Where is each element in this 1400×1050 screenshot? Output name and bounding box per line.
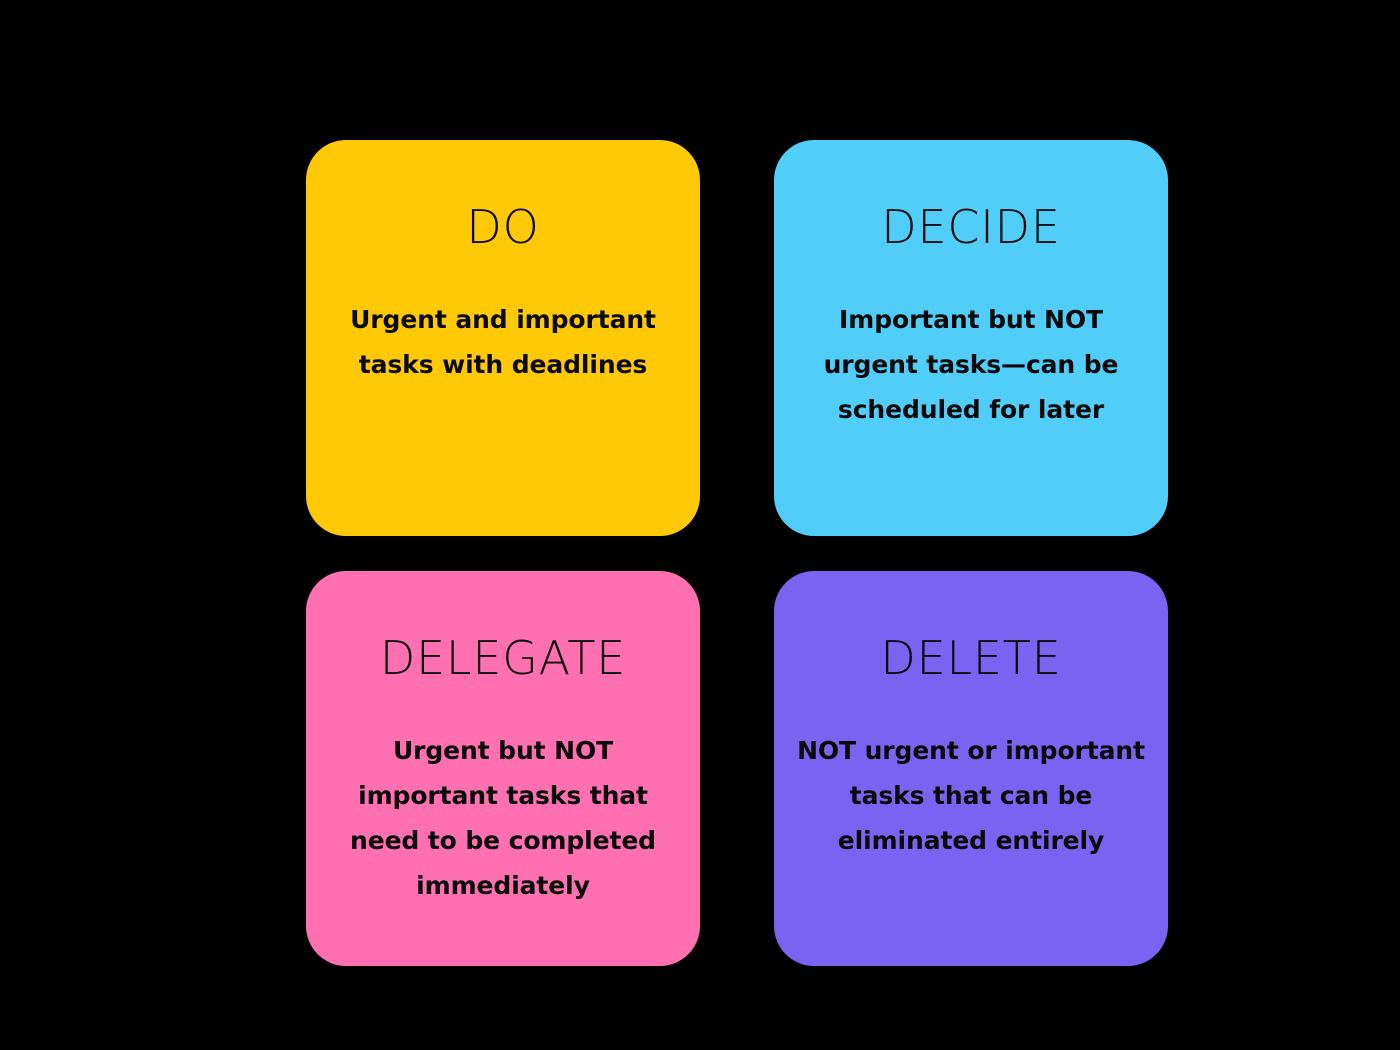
quadrant-body-delegate: Urgent but NOT important tasks that need… — [350, 736, 656, 900]
quadrant-card-delegate[interactable]: DELEGATE Urgent but NOT important tasks … — [306, 571, 700, 966]
quadrant-body-do: Urgent and important tasks with deadline… — [350, 305, 656, 379]
quadrant-card-delete[interactable]: DELETE NOT urgent or important tasks tha… — [774, 571, 1168, 966]
quadrant-title-delete: DELETE — [880, 631, 1062, 685]
quadrant-grid: DO Urgent and important tasks with deadl… — [306, 140, 1168, 966]
quadrant-card-do[interactable]: DO Urgent and important tasks with deadl… — [306, 140, 700, 536]
quadrant-card-decide[interactable]: DECIDE Important but NOT urgent tasks—ca… — [774, 140, 1168, 536]
quadrant-title-delegate: DELEGATE — [379, 631, 627, 685]
quadrant-title-decide: DECIDE — [881, 200, 1061, 254]
quadrant-body-decide: Important but NOT urgent tasks—can be sc… — [823, 305, 1119, 424]
quadrant-title-do: DO — [466, 200, 540, 254]
quadrant-body-delete: NOT urgent or important tasks that can b… — [797, 736, 1145, 855]
